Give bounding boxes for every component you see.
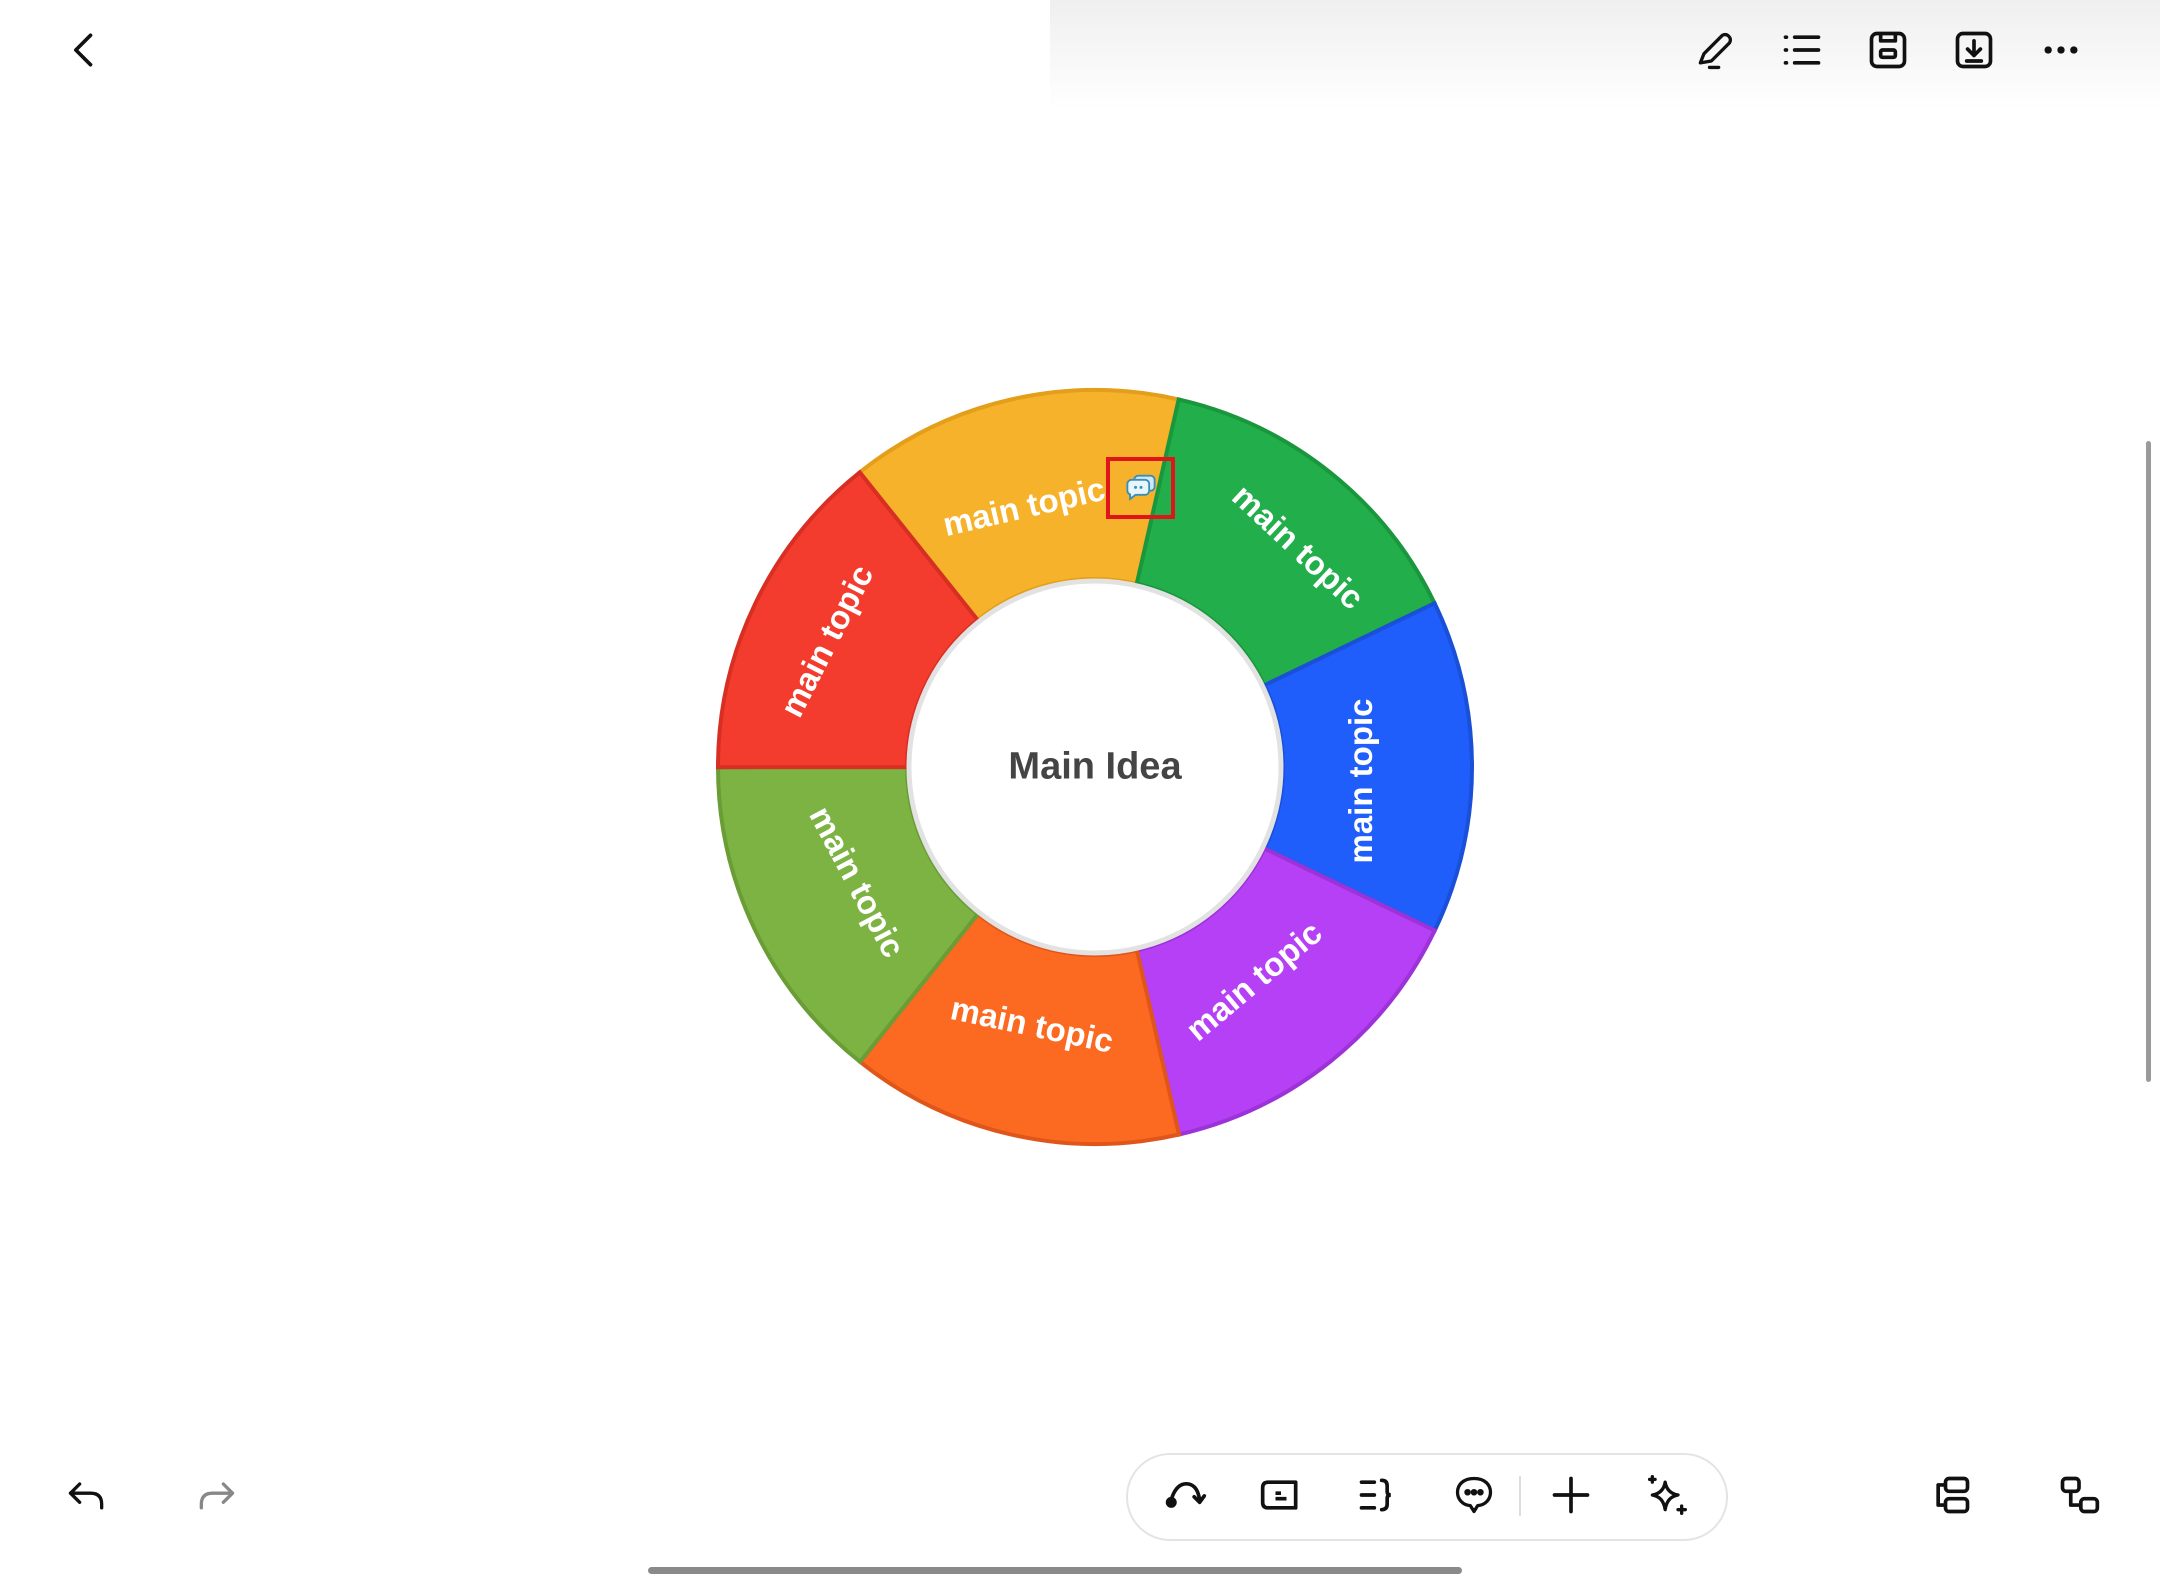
toolbar-divider	[1519, 1476, 1521, 1516]
comment-highlight[interactable]	[1106, 457, 1175, 519]
comment-icon[interactable]	[1124, 473, 1158, 503]
label-icon[interactable]	[1257, 1471, 1305, 1519]
undo-icon[interactable]	[63, 1471, 111, 1519]
central-topic[interactable]: Main Idea	[1008, 745, 1182, 788]
save-icon[interactable]	[1864, 26, 1912, 74]
ai-sparkle-icon[interactable]	[1643, 1471, 1691, 1519]
topic-label[interactable]: main topic	[1342, 698, 1379, 864]
relationship-icon[interactable]	[1161, 1471, 1209, 1519]
insert-toolbar	[1126, 1453, 1728, 1541]
central-topic-circle[interactable]	[906, 578, 1284, 956]
summary-icon[interactable]	[1354, 1471, 1402, 1519]
outline-list-icon[interactable]	[1778, 26, 1826, 74]
structure-icon[interactable]	[2055, 1471, 2103, 1519]
more-icon[interactable]	[2037, 26, 2085, 74]
add-icon[interactable]	[1547, 1471, 1595, 1519]
callout-icon[interactable]	[1450, 1471, 1498, 1519]
back-icon[interactable]	[61, 26, 109, 74]
home-indicator[interactable]	[648, 1567, 1462, 1574]
redo-icon[interactable]	[192, 1471, 240, 1519]
vertical-scrollbar[interactable]	[2146, 441, 2151, 1082]
pen-icon[interactable]	[1691, 26, 1739, 74]
export-icon[interactable]	[1950, 26, 1998, 74]
layout-icon[interactable]	[1927, 1471, 1975, 1519]
